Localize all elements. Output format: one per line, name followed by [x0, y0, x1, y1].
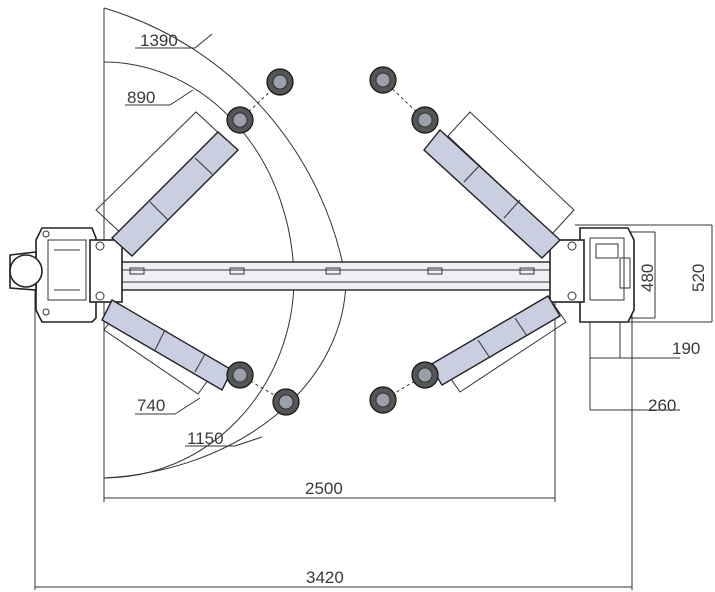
- dim-label-480: 480: [638, 264, 657, 292]
- dim-label-890: 890: [127, 88, 155, 107]
- left-post: [9, 227, 123, 323]
- arm-upper-right: [382, 79, 575, 259]
- arc-1150-lower: [103, 279, 347, 479]
- dim-label-2500: 2500: [305, 479, 343, 498]
- arc-890-lower: [103, 279, 295, 479]
- dim-label-190: 190: [672, 339, 700, 358]
- dim-label-1390: 1390: [140, 31, 178, 50]
- overall-frame: [34, 290, 633, 590]
- arm-upper-left: [95, 81, 281, 257]
- reach-arcs: [103, 7, 347, 498]
- arc-1390-upper: [103, 7, 347, 281]
- dim-label-3420: 3420: [306, 568, 344, 587]
- arm-lower-right: [382, 295, 567, 401]
- leader-lines: [125, 33, 263, 447]
- dim-label-520: 520: [689, 264, 708, 292]
- main-beam: [87, 261, 585, 291]
- dim-label-1150: 1150: [187, 429, 224, 448]
- right-post: [549, 227, 635, 323]
- arm-lower-left: [101, 299, 287, 403]
- dim-label-260: 260: [648, 396, 676, 415]
- width-frame: [103, 290, 556, 502]
- dim-label-740: 740: [137, 396, 165, 415]
